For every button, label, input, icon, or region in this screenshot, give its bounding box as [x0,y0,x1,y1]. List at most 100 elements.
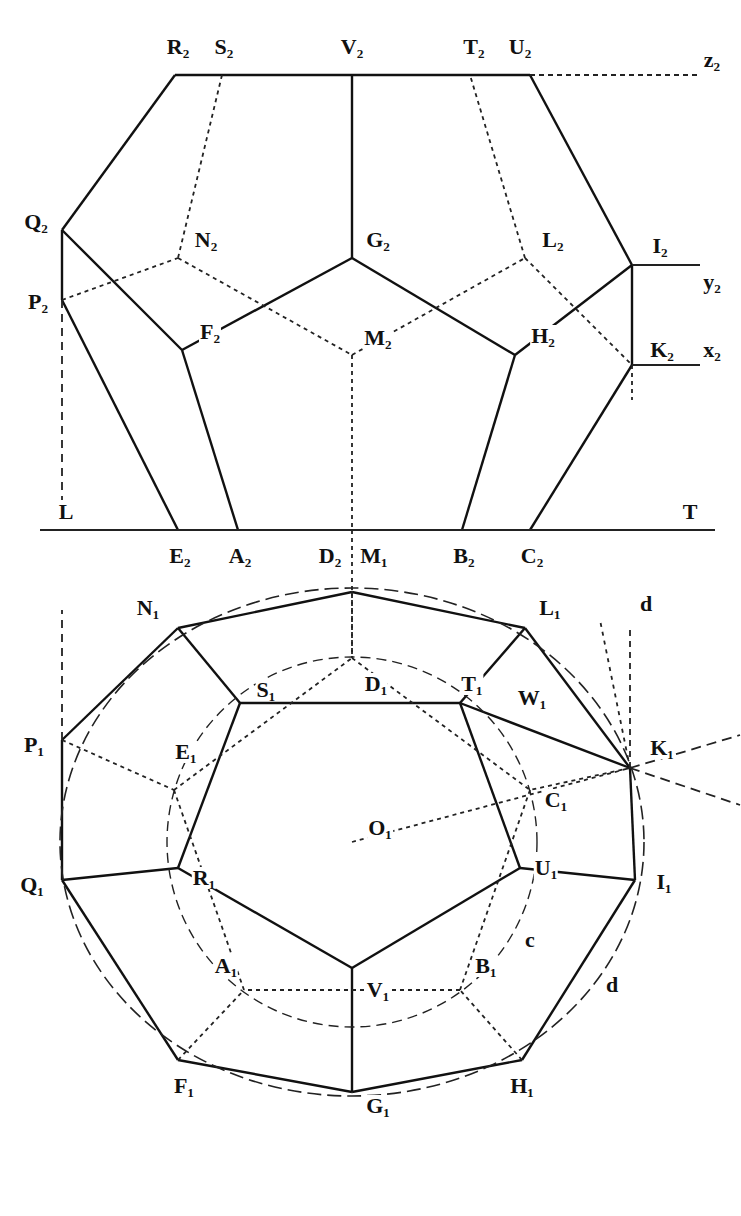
construction-line [630,735,740,768]
vertex-label: B₂ [452,545,475,567]
vertex-label: V₂ [340,36,364,58]
construction-line [629,625,631,768]
vertex-label: C₁ [544,789,568,811]
edge-line [62,300,178,530]
vertex-label: F₂ [199,321,221,343]
vertex-label: M₁ [359,545,388,567]
edge-line [182,350,238,530]
vertex-label: U₂ [508,36,532,58]
outer-circle [60,588,644,1096]
vertex-label: V₁ [366,979,390,1001]
edge-line [62,75,175,230]
inner-circle [167,657,537,1027]
vertex-label: P₂ [27,291,49,313]
edge-line [178,1060,352,1092]
vertex-label: I₂ [651,235,668,257]
hidden-line [62,740,174,790]
edge-line [460,703,630,768]
hidden-line [525,258,632,365]
edge-line [352,258,515,355]
vertex-label: B₁ [474,955,497,977]
vertex-label: A₂ [228,545,252,567]
edge-line [462,355,515,530]
vertex-label: E₁ [174,741,197,763]
construction-line [530,74,700,76]
hidden-line [352,658,530,790]
vertex-label: c [524,929,536,951]
vertex-label: S₂ [214,36,235,58]
vertex-label: O₁ [367,817,393,839]
vertex-label: T₁ [460,673,483,695]
vertex-label: x₂ [702,339,722,361]
hidden-line [178,75,222,258]
construction-line [631,365,633,400]
edge-line [61,230,63,300]
hidden-line [178,990,244,1060]
vertex-label: M₂ [363,327,392,349]
vertex-label: K₂ [649,339,675,361]
vertex-label: H₂ [530,325,556,347]
vertex-label: K₁ [649,737,675,759]
hidden-line [470,75,525,258]
vertex-label: C₂ [520,545,544,567]
edge-line [178,592,352,628]
vertex-label: A₁ [214,955,238,977]
edge-line [62,868,178,880]
vertex-label: d [639,593,653,615]
edge-line [631,265,633,365]
construction-line [630,768,740,805]
edge-line [630,768,635,880]
edge-line [352,1060,522,1092]
construction-line [61,610,63,740]
edge-line [178,628,240,703]
construction-line [40,529,715,531]
edge-line [62,880,178,1060]
edge-line [351,968,353,1092]
vertex-label: T [682,501,699,523]
vertex-label: L [58,501,75,523]
edge-line [182,258,352,350]
vertex-label: d [605,974,619,996]
vertex-label: S₁ [256,679,277,701]
vertex-label: Q₂ [23,211,49,233]
hidden-line [460,790,530,990]
edge-line [62,230,182,350]
vertex-label: G₂ [365,229,391,251]
vertex-label: Q₁ [19,874,45,896]
edge-line [530,75,632,265]
edge-line [530,365,632,530]
vertex-label: D₁ [364,673,388,695]
construction-line [600,620,630,768]
edge-line [351,75,353,258]
vertex-label: y₂ [702,271,722,293]
edge-line [62,628,178,740]
construction-line [61,300,63,500]
vertex-label: W₁ [517,687,548,709]
vertex-label: N₁ [136,597,160,619]
edge-line [515,265,632,355]
construction-line [632,364,700,366]
vertex-label: U₁ [534,857,558,879]
construction-line [632,264,700,266]
vertex-label: z₂ [703,49,721,71]
hidden-line [244,989,460,991]
hidden-line [460,990,522,1060]
vertex-label: G₁ [365,1095,391,1117]
vertex-label: T₂ [462,36,485,58]
vertex-label: H₁ [509,1075,535,1097]
vertex-label: P₁ [23,734,45,756]
hidden-line [351,530,353,658]
edge-line [522,880,635,1060]
vertex-label: D₂ [318,545,342,567]
hidden-line [62,258,178,300]
vertex-label: L₂ [541,229,564,251]
vertex-label: R₁ [192,867,216,889]
edge-line [178,703,240,868]
edge-line [352,868,520,968]
hidden-line [351,592,353,658]
vertex-label: N₂ [194,229,218,251]
edge-line [460,628,525,703]
hidden-line [352,768,630,842]
